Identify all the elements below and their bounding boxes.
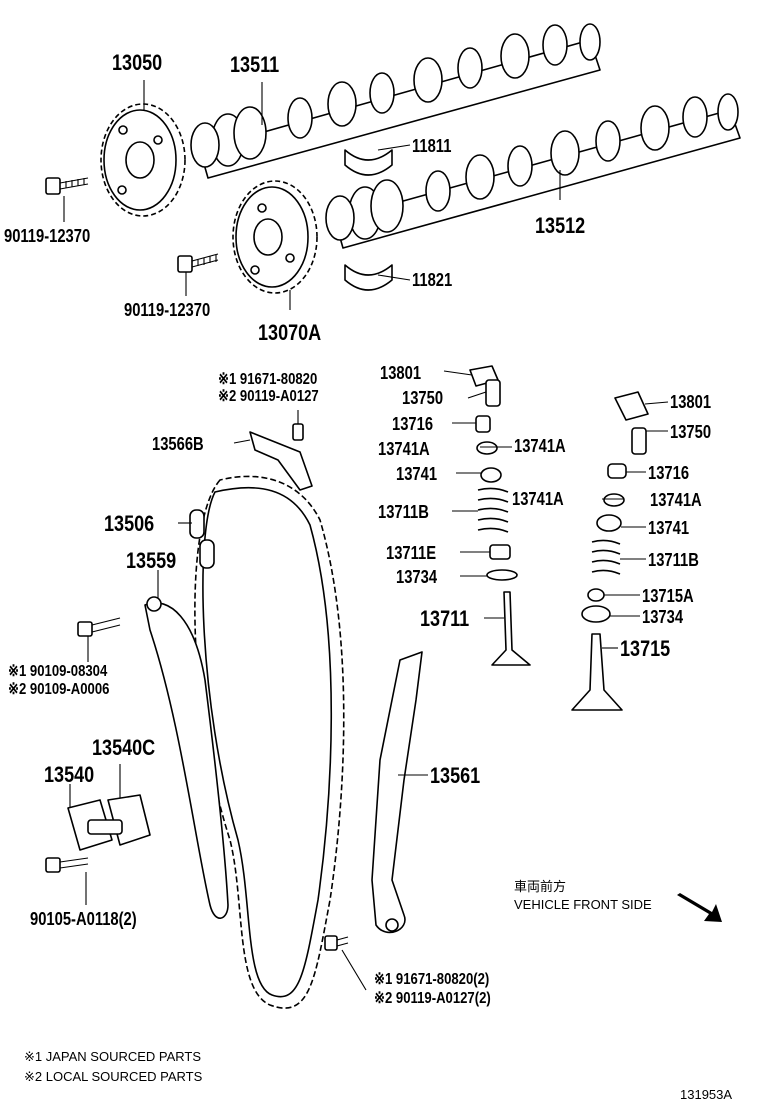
label-13540: 13540 bbox=[44, 762, 95, 787]
label-13711: 13711 bbox=[420, 606, 470, 631]
bracket-13566b bbox=[249, 431, 313, 491]
tensioner-13540 bbox=[67, 794, 151, 851]
bolt-90119-12370-b bbox=[177, 253, 219, 273]
label-13716-b: 13716 bbox=[648, 463, 690, 483]
label-13070a: 13070A bbox=[258, 320, 322, 345]
label-11811: 11811 bbox=[412, 136, 452, 156]
sprocket-13070a bbox=[232, 180, 318, 294]
label-13715: 13715 bbox=[620, 636, 671, 661]
direction-japanese: 車両前方 bbox=[514, 879, 567, 894]
label-13741a-r: 13741A bbox=[514, 436, 566, 456]
label-11821: 11821 bbox=[412, 270, 453, 290]
label-13801-b: 13801 bbox=[670, 392, 712, 412]
camshaft-13511 bbox=[190, 23, 601, 179]
label-90105-a0118: 90105-A0118(2) bbox=[30, 909, 137, 929]
label-13512: 13512 bbox=[535, 213, 586, 238]
label-13711b-a: 13711B bbox=[378, 502, 429, 522]
label-13734-b: 13734 bbox=[642, 607, 684, 627]
bolt-90119-12370-a bbox=[45, 177, 89, 195]
label-13741a-l: 13741A bbox=[378, 439, 430, 459]
label-13559: 13559 bbox=[126, 548, 177, 573]
label-13750-b: 13750 bbox=[670, 422, 712, 442]
bolt-90105-a0118 bbox=[45, 857, 89, 873]
label-90119-12370-b: 90119-12370 bbox=[124, 300, 211, 320]
label-13711b-b: 13711B bbox=[648, 550, 699, 570]
label-13506: 13506 bbox=[104, 511, 155, 536]
label-13801-a: 13801 bbox=[380, 363, 422, 383]
label-13741a-l2: 13741A bbox=[512, 489, 564, 509]
footnote-local-sourced: ※2 LOCAL SOURCED PARTS bbox=[24, 1069, 203, 1084]
direction-english: VEHICLE FRONT SIDE bbox=[514, 897, 652, 912]
label-13566b: 13566B bbox=[152, 434, 204, 454]
valvetrain-left bbox=[469, 365, 531, 666]
label-13050: 13050 bbox=[112, 50, 163, 75]
bearing-11811 bbox=[344, 149, 393, 176]
label-13715a: 13715A bbox=[642, 586, 694, 606]
footnote-japan-sourced: ※1 JAPAN SOURCED PARTS bbox=[24, 1049, 202, 1064]
label-13511: 13511 bbox=[230, 52, 280, 77]
leader-lines bbox=[63, 80, 669, 991]
guide-13561 bbox=[371, 651, 423, 934]
label-13561: 13561 bbox=[430, 763, 481, 788]
valvetrain-right bbox=[571, 391, 649, 711]
label-13741-a: 13741 bbox=[396, 464, 438, 484]
vehicle-front-arrow-icon bbox=[677, 893, 722, 922]
figure-number: 131953A bbox=[680, 1087, 733, 1102]
label-90119-a0127: ※2 90119-A0127 bbox=[218, 388, 319, 405]
label-90109-a0006: ※2 90109-A0006 bbox=[8, 681, 110, 698]
label-90119-a0127-2: ※2 90119-A0127(2) bbox=[374, 990, 491, 1007]
camshaft-13512 bbox=[325, 93, 741, 249]
bolt-90109-08304 bbox=[77, 617, 121, 637]
bearing-11821 bbox=[344, 264, 393, 291]
label-13540c: 13540C bbox=[92, 735, 156, 760]
sprocket-13050 bbox=[100, 103, 186, 217]
label-13734-a: 13734 bbox=[396, 567, 438, 587]
bolt-91671-80820 bbox=[292, 423, 304, 441]
slipper-13559 bbox=[144, 596, 229, 919]
label-91671-80820-2: ※1 91671-80820(2) bbox=[374, 971, 490, 988]
label-90119-12370-a: 90119-12370 bbox=[4, 226, 91, 246]
bolt-91671-80820-2 bbox=[324, 935, 349, 951]
label-90109-08304: ※1 90109-08304 bbox=[8, 663, 108, 680]
label-13711e: 13711E bbox=[386, 543, 437, 563]
label-91671-80820: ※1 91671-80820 bbox=[218, 371, 318, 388]
label-13741-b: 13741 bbox=[648, 518, 690, 538]
label-13741a-r2: 13741A bbox=[650, 490, 702, 510]
label-13750-a: 13750 bbox=[402, 388, 444, 408]
label-13716-a: 13716 bbox=[392, 414, 434, 434]
